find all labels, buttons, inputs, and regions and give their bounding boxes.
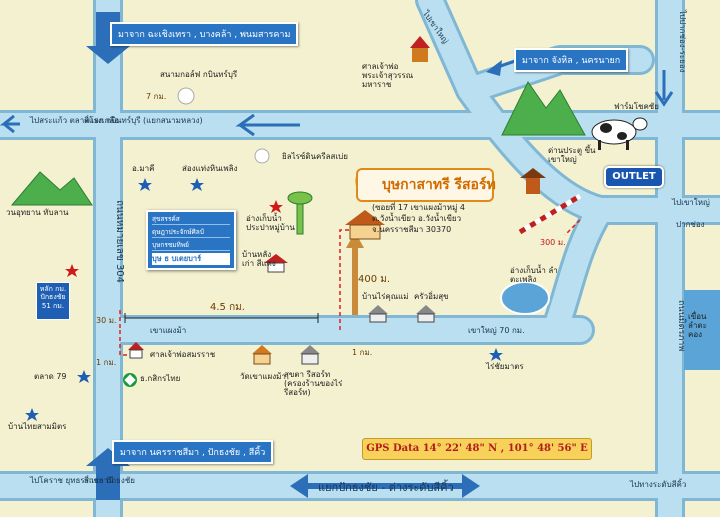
resort-title: บุษกาสาทรี รีสอร์ท [382,177,496,193]
place-bank: ธ.กสิกรไทย [140,374,181,383]
lake-right [684,290,720,370]
sign-line: บุษกรชมทิพย์ [152,240,230,251]
gps-coordinates: GPS Data 14° 22' 48" N , 101° 48' 56" E [362,438,592,460]
place-police: ศาลเจ้าพ่อสมรราช [150,350,216,359]
place-ban-pai: บ้านไร่คุณแม่ [362,292,409,301]
place-dam: เขื่อน ลำตะคอง [688,312,707,340]
road-label-bottom-arrow: แยกปักธงชัย - ต่างระดับสีคิ้ว [318,481,454,494]
banner-from-chachoengsao: มาจาก ฉะเชิงเทรา , บางคล้า , พนมสารคาม [110,22,299,46]
road-label-mittraphap: ถนนมิตรภาพ [676,300,686,352]
direction-arrows [0,12,674,500]
place-reservoir: อ่างเก็บน้ำ ลำตะเพลิง [510,266,558,285]
road-label-kao-pang: เขาแผงม้า [150,326,187,335]
place-temple: ศาลเจ้าพ่อ พระเจ้าสุวรรณ มหาราช [362,62,414,90]
place-rai: ไร่ชัยมาตร [486,362,524,371]
house-icons [128,36,436,365]
place-ban-kao: บ้านหลังเก่า สีแดง [242,250,276,269]
place-farm: ฟาร์มโชคชัย [614,102,659,111]
road-label-pak-chong-top: ไปปากช่อง-ระยอง [678,10,687,73]
distance-300m: 300 ม. [540,238,566,247]
mountain-icon-left [10,171,93,206]
address-line: (ซอยที่ 17 เขาแผงม้าหมู่ 4 [372,203,465,212]
golf-ball-icon [177,87,195,105]
resort-signboard: สุขสรรค์ส ดุษฎาประจักษ์ศิลป์ บุษกรชมทิพย… [146,210,236,270]
distance-1km: 1 กม. [352,348,373,357]
distance-arrow-400 [346,232,364,315]
road-label-bottom-right: ไปทางระดับสีคิ้ว [630,480,687,489]
resort-label-box [356,168,494,202]
road-label-304: ถนนหมายเลข 304 [114,200,125,284]
place-silo: ยิลไรซ์ดินครีลสเบ่ย [282,152,348,161]
banner-from-nakhon-ratchasima: มาจาก นครราชสีมา , ปักธงชัย , สีคิ้ว [112,440,274,464]
red-star-icon [269,200,283,213]
road-label-pak-chong-right: ปากช่อง [676,220,705,229]
place-water-tower: อ่างเก็บน้ำ ประปาหมู่บ้าน [246,214,295,233]
address-line: จ.นครราชสีมา 30370 [372,224,452,234]
place-stars [25,178,503,421]
banner-from-nakhon-nayok: มาจาก จังหิล , นครนายก [514,48,629,72]
road-label-korat: ไปโคราช ยุทธรราชธานี [30,476,114,485]
distance-30m: 30 ม. [96,316,117,325]
distance-marker-45 [124,313,319,323]
road-label-khao-yai-right: ไปเขาใหญ่ [672,198,710,207]
place-amata: อ.มาคี [132,164,155,173]
distance-45km: 4.5 กม. [210,302,245,313]
place-mountain-left: วนอุทยาน ทับลาน [6,208,69,217]
road-label-pakchong-junction: สี่แยก ปักธงชัย [84,476,135,485]
badge-line: 51 กม. [41,301,65,310]
resort-address: (ซอยที่ 17 เขาแผงม้าหมู่ 4 ต.วังน้ำเขียว… [372,203,465,235]
sign-line: สุขสรรค์ส [152,214,230,225]
reservoir-pond [500,281,550,315]
road-label-kabin-junction: สี่แยก กบินทร์บุรี (แยกสนามหลวง) [84,116,203,125]
water-tower-icon [287,191,313,235]
place-market: ตลาด 79 [34,372,67,381]
place-wat: วัดเขาแผงม้า [240,372,286,381]
road-label-sakaeo: ไปสระแก้ว ตลาดโรงเกลือ [30,116,120,125]
highway-km-badge: หลัก กม. ปักธงชัย 51 กม. [36,282,70,320]
mountain-icon-right [501,81,586,136]
cow-icon [591,117,648,150]
place-sukhwat: สุขตา รีสอร์ท (ครองร้านของไร่รีสอร์ท) [284,370,343,398]
distance-7km: 7 กม. [146,92,167,101]
address-line: ต.วังน้ำเขียว อ.วังน้ำเขียว [372,213,462,223]
place-krua: ครัวอิ่มสุข [414,292,449,301]
distance-1km: 1 กม. [96,358,117,367]
place-gate: ด่านประตู ขึ้นเขาใหญ่ [548,146,596,165]
silo-icon [254,148,270,164]
road-label-khao-yai-70: เขาใหญ่ 70 กม. [468,326,525,335]
place-golf: สนามกอล์ฟ กบินทร์บุรี [160,70,238,79]
outlet-badge: OUTLET [604,166,664,188]
place-ban-thai: บ้านไทยสามมิตร [8,422,67,431]
badge-line: ปักธงชัย [40,293,66,302]
badge-line: หลัก กม. [39,285,67,293]
sign-line: ดุษฎาประจักษ์ศิลป์ [152,227,230,238]
place-songkhla: ส่องแท่งหินเพลิง [182,164,238,173]
gate-barrier-icon [518,168,582,235]
distance-400m: 400 ม. [358,274,391,285]
red-star-icon [65,264,79,277]
sign-line: บุษ ธ บเตยบาร์ [152,253,230,265]
